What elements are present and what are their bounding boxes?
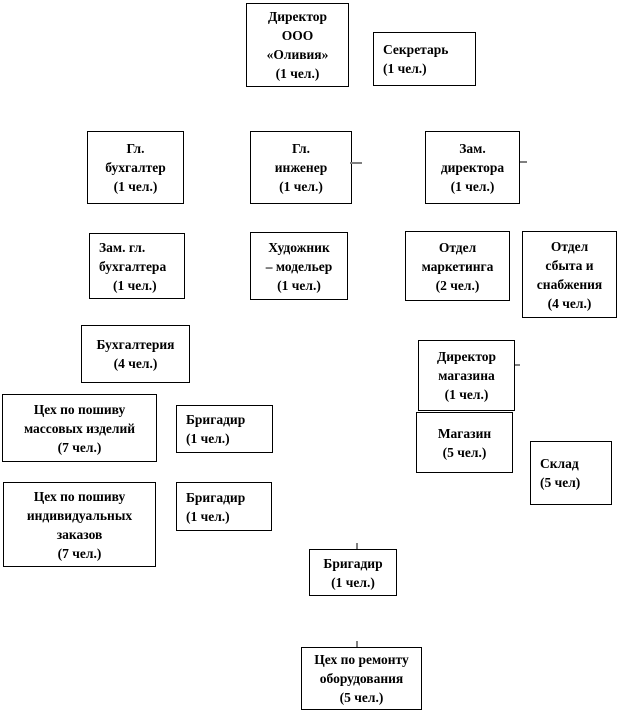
box-text-line: (5 чел.) [442,444,487,460]
org-box-deputy-director: Зам. директора (1 чел.) [425,131,520,204]
box-text-line: (2 чел.) [435,277,480,293]
box-text-line: Бригадир [186,412,246,427]
connector-stub-equipment-repair-shop [356,641,358,647]
box-text-line: Директор [436,349,497,364]
box-text-line: Художник [268,239,330,255]
box-text-line: инженер [274,160,328,175]
box-text-line: (1 чел.) [444,387,489,402]
box-text-line: снабжения [536,276,603,292]
org-box-individual-orders-shop: Цех по пошиву индивидуальных заказов (7 … [3,482,156,567]
box-text-line: Цех по пошиву [33,401,126,417]
box-text-line: Зам. гл. [99,239,146,255]
box-text-line: (5 чел) [540,475,581,490]
box-text-line: Директор [267,9,328,24]
box-text-line: – модельер [265,258,333,274]
box-text-line: маркетинга [421,258,494,274]
box-text-line: индивидуальных [26,507,133,523]
org-box-sales-supply-dept: Отдел сбыта и снабжения (4 чел.) [522,231,617,318]
org-box-secretary: Секретарь (1 чел.) [373,32,476,86]
org-box-foreman-1: Бригадир (1 чел.) [176,405,273,453]
org-box-mass-production-shop: Цех по пошиву массовых изделий (7 чел.) [2,394,157,462]
box-text-line: Гл. [291,141,310,156]
box-text-line: (7 чел.) [57,439,102,455]
box-text-line: магазина [438,368,495,383]
box-text-line: (1 чел.) [275,66,320,81]
box-text-line: бухгалтера [99,258,167,274]
org-box-foreman-2: Бригадир (1 чел.) [176,482,272,531]
box-text-line: (1 чел.) [277,277,321,293]
org-box-artist-designer: Художник – модельер (1 чел.) [250,232,348,300]
org-box-chief-accountant: Гл. бухгалтер (1 чел.) [87,131,184,204]
connector-stub-foreman-3 [356,543,358,549]
org-box-director: Директор ООО «Оливия» (1 чел.) [246,3,349,87]
box-text-line: (1 чел.) [331,574,375,590]
connector-stub-deputy-director [520,161,527,163]
org-box-deputy-chief-accountant: Зам. гл. бухгалтера (1 чел.) [89,233,185,299]
box-text-line: Бригадир [323,555,383,571]
box-text-line: сбыта и [545,257,594,273]
box-text-line: (7 чел.) [57,545,102,561]
box-text-line: Цех по ремонту [314,652,409,667]
org-box-marketing-dept: Отдел маркетинга (2 чел.) [405,231,510,301]
box-text-line: ООО [281,28,314,43]
box-text-line: (1 чел.) [383,61,427,76]
org-box-accounting: Бухгалтерия (4 чел.) [81,325,190,383]
org-box-warehouse: Склад (5 чел) [530,441,612,505]
box-text-line: (1 чел.) [186,431,230,446]
box-text-line: (1 чел.) [186,508,230,524]
box-text-line: (5 чел.) [339,690,384,705]
connector-stub-shop-director [515,364,520,366]
box-text-line: бухгалтер [105,160,166,175]
box-text-line: Магазин [437,425,492,441]
box-text-line: (1 чел.) [113,179,158,194]
box-text-line: Гл. [126,141,145,156]
box-text-line: директора [440,160,505,175]
box-text-line: Склад [540,456,579,471]
box-text-line: Отдел [550,238,589,254]
box-text-line: массовых изделий [23,420,136,436]
org-box-shop-director: Директор магазина (1 чел.) [418,340,515,411]
box-text-line: Зам. [459,141,486,156]
connector-stub-chief-engineer [350,162,362,164]
box-text-line: Секретарь [383,42,449,57]
box-text-line: (1 чел.) [279,179,323,194]
box-text-line: Бухгалтерия [96,337,175,352]
org-box-equipment-repair-shop: Цех по ремонту оборудования (5 чел.) [301,647,422,710]
box-text-line: (4 чел.) [113,356,158,371]
org-box-store: Магазин (5 чел.) [416,412,513,473]
box-text-line: (1 чел.) [450,179,495,194]
org-box-chief-engineer: Гл. инженер (1 чел.) [250,131,352,204]
box-text-line: «Оливия» [266,47,329,62]
box-text-line: Цех по пошиву [33,488,126,504]
box-text-line: Бригадир [186,489,246,505]
box-text-line: (1 чел.) [113,277,157,293]
box-text-line: заказов [56,526,103,542]
box-text-line: (4 чел.) [547,295,592,311]
box-text-line: оборудования [319,671,404,686]
box-text-line: Отдел [438,239,477,255]
org-box-foreman-3: Бригадир (1 чел.) [309,549,397,596]
